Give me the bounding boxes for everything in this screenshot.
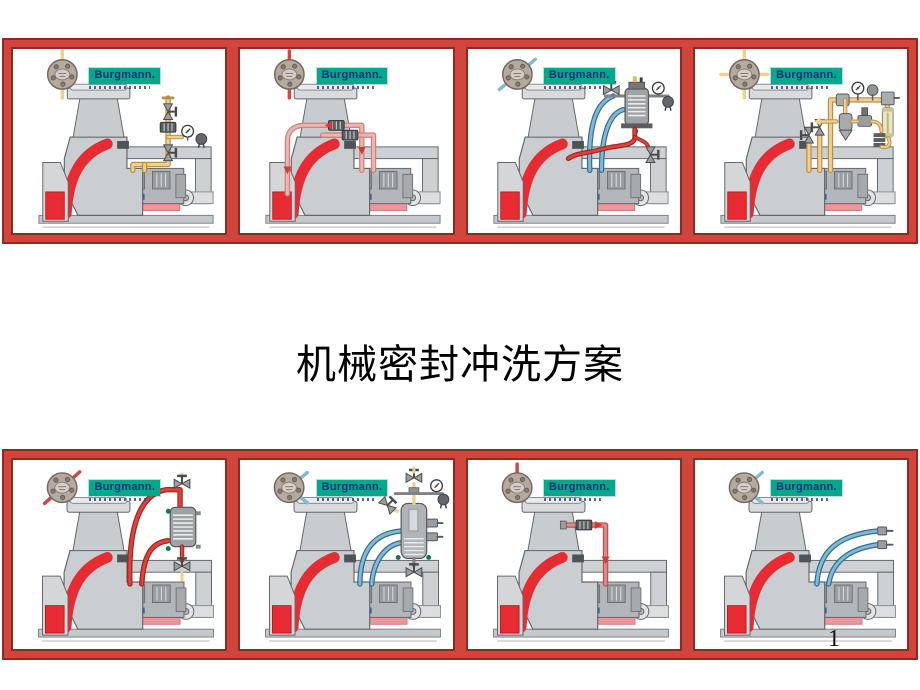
pipe-flange-icon	[501, 462, 533, 504]
flush-piping-overlay	[565, 76, 674, 174]
flush-piping-overlay	[127, 472, 201, 587]
pump-diagram	[492, 462, 669, 642]
shutoff-valve-icon	[162, 103, 178, 120]
pipe-flange-icon	[718, 49, 770, 100]
panel-8-external-flush-blue: Burgmann.	[692, 458, 909, 651]
flush-piping-overlay	[283, 119, 377, 197]
flush-piping-overlay	[357, 466, 450, 587]
orifice-block-icon	[159, 121, 177, 133]
panel-3-cooler-circulation-blue: Burgmann.	[465, 47, 682, 235]
burgmann-logo: Burgmann.	[316, 479, 388, 501]
logo-subline	[316, 497, 377, 501]
shutoff-valve-icon	[405, 563, 423, 578]
logo-text: Burgmann.	[94, 480, 156, 493]
diagram-row-top: Burgmann. Burgmann. Burgmann. Burgmann.	[2, 38, 918, 244]
pump-diagram	[38, 470, 214, 642]
pipe-flange-icon	[273, 470, 310, 505]
logo-text: Burgmann.	[548, 69, 610, 82]
regulator-knob-icon	[195, 133, 208, 149]
logo-text: Burgmann.	[94, 69, 156, 82]
logo-text: Burgmann.	[776, 69, 837, 82]
pump-diagram	[265, 49, 441, 228]
flow-arrow-icon	[358, 146, 366, 155]
pump-diagram	[718, 49, 900, 228]
flush-piping-overlay	[799, 81, 900, 174]
centrifugal-pump-cross-section	[492, 83, 669, 228]
panel-4-gas-supply-panel-yellow: Burgmann.	[692, 47, 909, 235]
pipe-flange-icon	[728, 470, 764, 505]
flush-piping-overlay	[130, 95, 208, 174]
pipe-flange-icon	[274, 49, 306, 100]
regulator-knob-icon	[661, 95, 674, 111]
logo-subline	[316, 86, 377, 90]
panel-5-cooler-red: Burgmann.	[11, 458, 228, 651]
shutoff-valve-icon	[162, 144, 178, 162]
logo-text: Burgmann.	[321, 480, 383, 493]
pressure-gauge-icon	[430, 479, 444, 493]
centrifugal-pump-cross-section	[265, 83, 441, 228]
pressure-gauge-icon	[181, 124, 195, 138]
burgmann-logo: Burgmann.	[771, 479, 842, 501]
shutoff-valve-icon	[644, 146, 660, 164]
pressure-gauge-icon	[651, 81, 665, 95]
logo-subline	[89, 86, 150, 90]
centrifugal-pump-cross-section	[38, 83, 214, 228]
reservoir-vessel-icon	[400, 502, 428, 560]
burgmann-logo: Burgmann.	[771, 68, 842, 90]
burgmann-logo: Burgmann.	[543, 479, 615, 501]
orifice-block-icon	[341, 129, 359, 141]
open-connector-icon	[877, 540, 887, 550]
pump-diagram	[265, 466, 450, 642]
panel-2-recirculation-pink: Burgmann.	[238, 47, 455, 235]
flush-piping-overlay	[559, 519, 609, 587]
burgmann-logo: Burgmann.	[543, 68, 615, 90]
logo-subline	[543, 497, 605, 501]
logo-subline	[89, 497, 150, 501]
flush-piping-overlay	[813, 526, 894, 587]
centrifugal-pump-cross-section	[720, 83, 896, 228]
centrifugal-pump-cross-section	[38, 497, 214, 642]
slide-title: 机械密封冲洗方案	[296, 342, 624, 387]
logo-subline	[543, 86, 605, 90]
finned-cooler-vessel-icon	[169, 506, 197, 548]
open-connector-icon	[877, 526, 887, 536]
pressure-gauge-icon	[851, 81, 865, 95]
pipe-flange-icon	[497, 57, 537, 92]
flow-arrow-icon	[324, 121, 333, 130]
pump-diagram	[719, 470, 896, 642]
regulator-knob-icon	[437, 493, 450, 509]
pipe-flange-icon	[46, 49, 78, 100]
logo-text: Burgmann.	[321, 69, 383, 82]
logo-text: Burgmann.	[548, 480, 610, 493]
flow-arrow-icon	[594, 521, 603, 529]
shutoff-valve-icon	[173, 474, 191, 490]
panel-6-thermosiphon-reservoir-blue: Burgmann.	[238, 458, 455, 651]
shutoff-valve-icon	[173, 557, 191, 572]
finned-cooler-vessel-icon	[623, 87, 649, 126]
page-number: 1	[828, 626, 840, 652]
burgmann-logo: Burgmann.	[89, 479, 161, 501]
flow-arrow-icon	[283, 166, 292, 175]
logo-subline	[771, 497, 832, 501]
diagram-row-bottom: Burgmann. Burgmann. Burgmann. Burgmann.	[2, 449, 918, 660]
shutoff-valve-icon	[378, 495, 398, 515]
centrifugal-pump-cross-section	[492, 497, 669, 642]
centrifugal-pump-cross-section	[265, 497, 442, 642]
burgmann-logo: Burgmann.	[89, 68, 161, 90]
orifice-block-icon	[328, 119, 345, 131]
flow-arrow-icon	[601, 556, 609, 565]
centrifugal-pump-cross-section	[719, 497, 896, 642]
burgmann-logo: Burgmann.	[316, 68, 388, 90]
panel-1-quench-yellow: Burgmann.	[11, 47, 228, 235]
pump-diagram	[492, 57, 674, 228]
pump-diagram	[38, 49, 214, 228]
panel-7-simple-recirculation-red: Burgmann.	[465, 458, 682, 651]
logo-subline	[771, 86, 832, 90]
logo-text: Burgmann.	[776, 480, 837, 493]
pipe-flange-icon	[42, 470, 82, 506]
orifice-block-icon	[575, 519, 592, 531]
